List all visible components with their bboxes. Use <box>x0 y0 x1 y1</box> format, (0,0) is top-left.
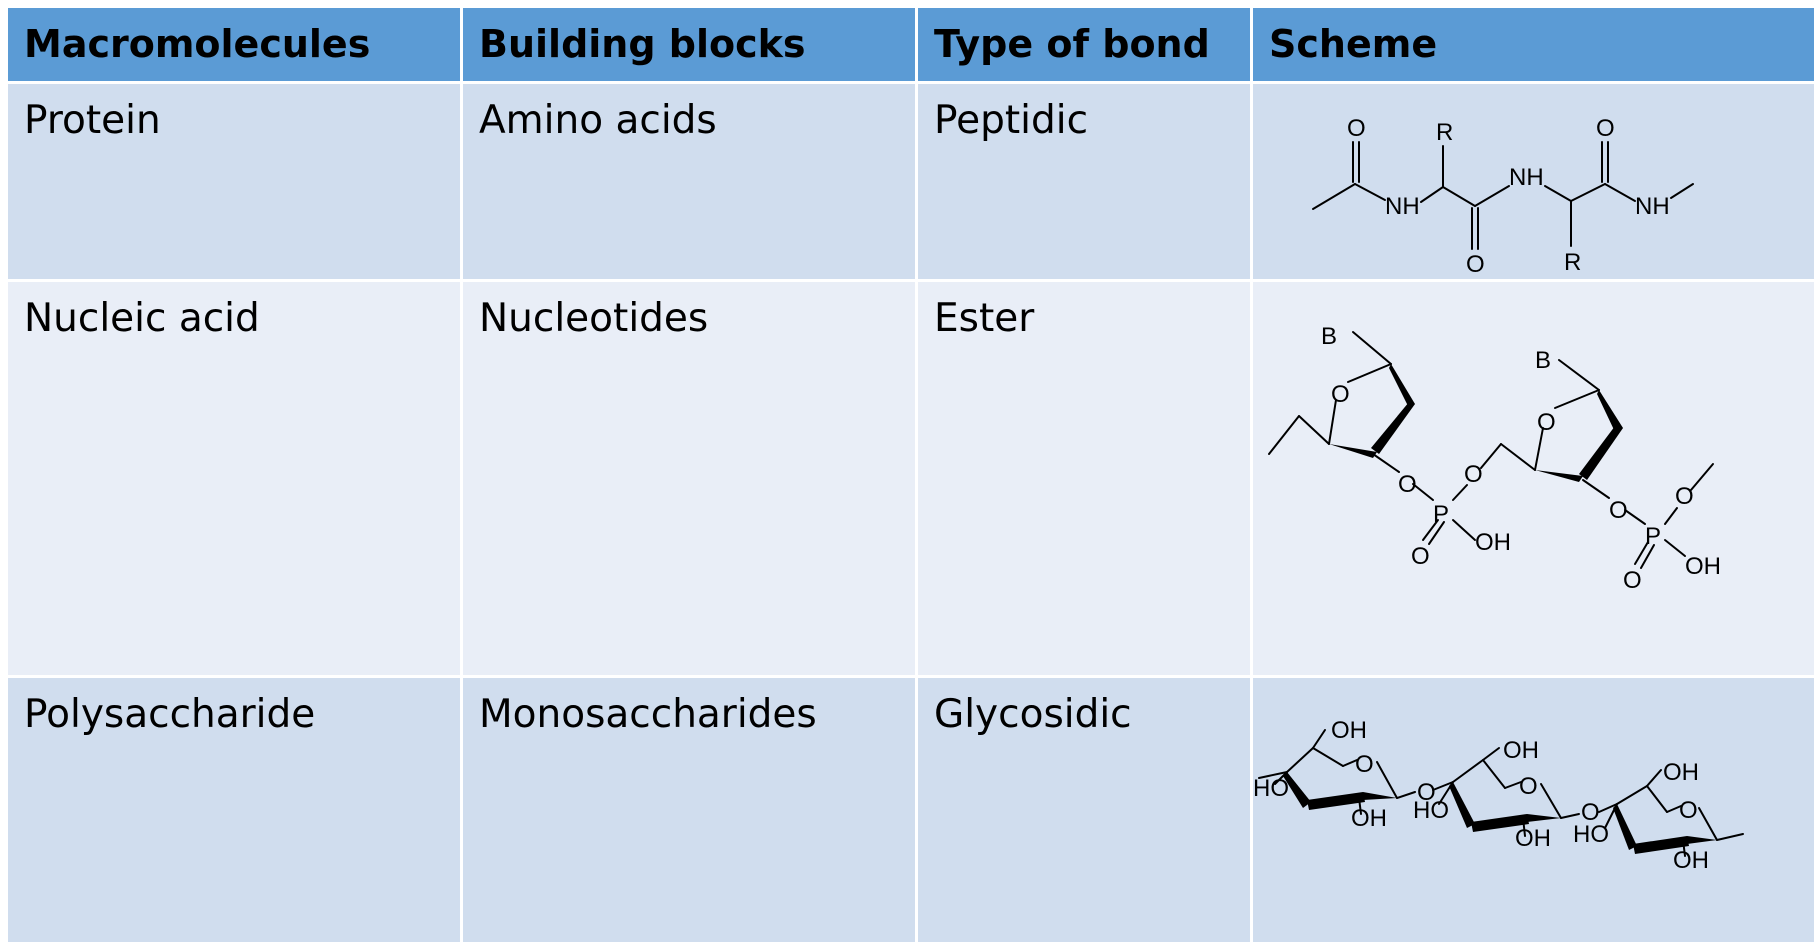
nucleotide-bonds <box>1268 331 1714 569</box>
cell-macromolecule-nucleic-acid: Nucleic acid <box>8 282 460 675</box>
peptide-bonds <box>1312 141 1694 250</box>
sugar3-label-oh-bottom: OH <box>1673 847 1709 874</box>
header-scheme: Scheme <box>1253 8 1814 81</box>
nucleotide-label-b1: B <box>1321 323 1337 350</box>
cell-bond-nucleic-acid: Ester <box>918 282 1250 675</box>
peptide-label-nh3: NH <box>1635 193 1670 220</box>
sugar3-label-oh-top: OH <box>1663 759 1699 786</box>
sugar-ring-2 <box>1432 747 1580 837</box>
sugar1-label-ring-o: O <box>1355 751 1374 778</box>
cell-macromolecule-polysaccharide: Polysaccharide <box>8 678 460 942</box>
nucleotide-label-oh2: OH <box>1685 553 1721 580</box>
glycosidic-link-o2: O <box>1581 799 1600 826</box>
peptide-label-o2: O <box>1466 251 1485 278</box>
nucleotide-label-o-b: O <box>1464 461 1483 488</box>
peptide-label-r2: R <box>1564 249 1581 276</box>
sugar-ring-3 <box>1598 769 1744 857</box>
nucleotide-label-p2: P <box>1645 523 1661 550</box>
sugar3-label-ring-o: O <box>1679 797 1698 824</box>
nucleotide-label-po2: O <box>1623 567 1642 594</box>
header-type-of-bond: Type of bond <box>918 8 1250 81</box>
sugar2-label-oh-top: OH <box>1503 737 1539 764</box>
sugar-ring-1 <box>1258 729 1416 815</box>
peptide-label-r1: R <box>1436 119 1453 146</box>
nucleotide-label-p1: P <box>1433 501 1449 528</box>
sugar2-label-ring-o: O <box>1519 773 1538 800</box>
nucleotide-label-b2: B <box>1535 347 1551 374</box>
nucleotide-label-o-c: O <box>1609 497 1628 524</box>
nucleotide-wedges <box>1329 364 1623 482</box>
nucleotide-structure-diagram: B O O O P O OH B O O O P O OH <box>1268 323 1721 594</box>
header-macromolecules: Macromolecules <box>8 8 460 81</box>
peptide-label-nh2: NH <box>1509 164 1544 191</box>
glycosidic-link-o1: O <box>1417 779 1436 806</box>
nucleotide-label-ring-o1: O <box>1331 381 1350 408</box>
cell-building-blocks-nucleic-acid: Nucleotides <box>463 282 915 675</box>
nucleotide-label-o-d: O <box>1675 483 1694 510</box>
scheme-nucleic-acid: B O O O P O OH B O O O P O OH <box>1253 282 1814 675</box>
sugar1-label-oh-top: OH <box>1331 717 1367 744</box>
nucleotide-label-oh1: OH <box>1475 529 1511 556</box>
cell-bond-protein: Peptidic <box>918 84 1250 279</box>
cell-building-blocks-polysaccharide: Monosaccharides <box>463 678 915 942</box>
sugar1-label-oh-bottom: OH <box>1351 805 1387 832</box>
cell-bond-polysaccharide: Glycosidic <box>918 678 1250 942</box>
scheme-peptide: O R NH O NH R O NH <box>1253 84 1814 279</box>
macromolecule-table: Macromolecules Building blocks Type of b… <box>8 8 1814 948</box>
cell-macromolecule-protein: Protein <box>8 84 460 279</box>
peptide-label-o1: O <box>1347 115 1366 142</box>
nucleotide-label-ring-o2: O <box>1537 409 1556 436</box>
sugar1-label-ho: HO <box>1253 775 1289 802</box>
nucleotide-label-po1: O <box>1411 543 1430 570</box>
cell-building-blocks-protein: Amino acids <box>463 84 915 279</box>
sugar2-label-ho: HO <box>1413 797 1449 824</box>
peptide-label-nh1: NH <box>1385 193 1420 220</box>
sugar2-label-oh-bottom: OH <box>1515 825 1551 852</box>
sugar3-label-ho: HO <box>1573 821 1609 848</box>
polysaccharide-structure-diagram: OH O HO OH O OH O HO OH O OH O HO OH <box>1253 717 1744 874</box>
nucleotide-label-o-a: O <box>1398 471 1417 498</box>
peptide-structure-diagram: O R NH O NH R O NH <box>1312 115 1694 278</box>
scheme-polysaccharide: OH O HO OH O OH O HO OH O OH O HO OH <box>1253 678 1814 942</box>
peptide-label-o3: O <box>1596 115 1615 142</box>
header-building-blocks: Building blocks <box>463 8 915 81</box>
